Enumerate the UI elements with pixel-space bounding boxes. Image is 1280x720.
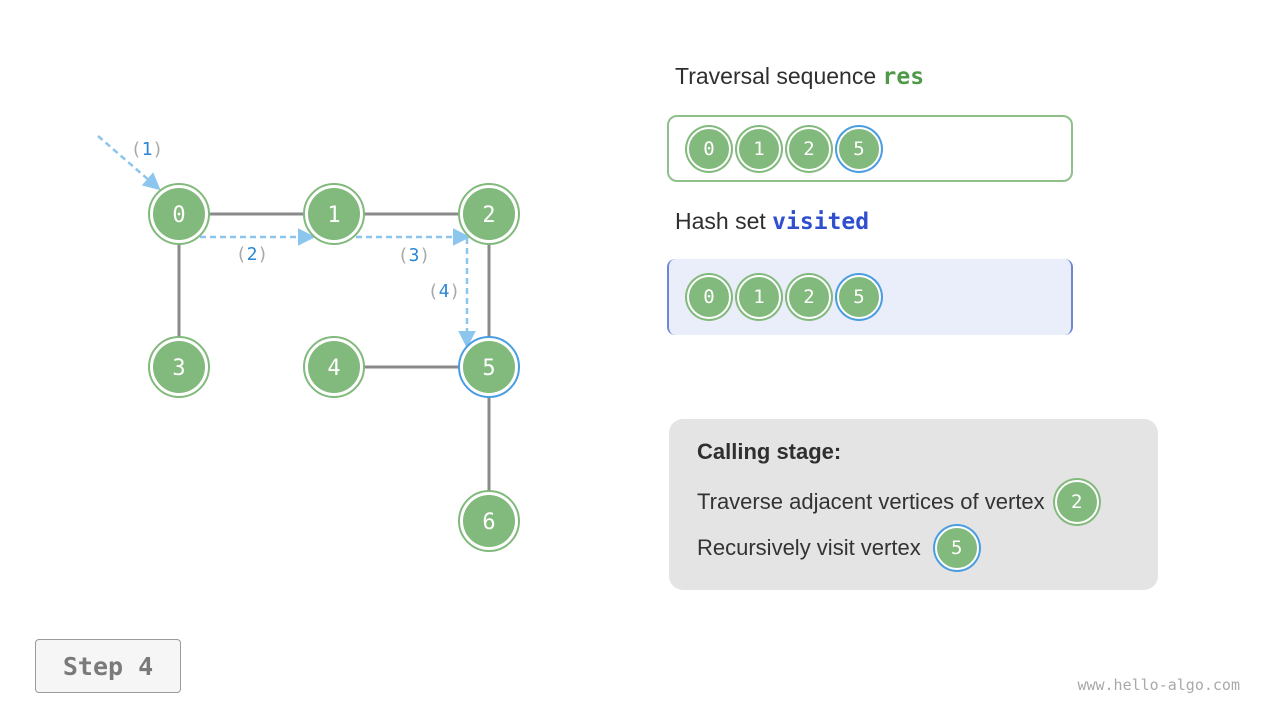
res-title: Traversal sequence res <box>675 63 924 90</box>
vertex-2-label: 2 <box>482 203 495 228</box>
vertex-1: 1 <box>303 183 365 245</box>
path-label-1: (1) <box>131 139 164 160</box>
panel-line-visit-text: Recursively visit vertex <box>697 535 921 560</box>
vertex-6-fill <box>463 495 515 547</box>
res-sequence-item: 5 <box>837 126 881 171</box>
vertex-0-fill <box>153 188 205 240</box>
res-sequence-item: 0 <box>687 126 731 171</box>
visited-title-code: visited <box>772 209 870 235</box>
path-label-3: (3) <box>398 245 431 266</box>
visited-set-item: 5 <box>837 275 881 319</box>
path-label-2: (2) <box>236 244 269 265</box>
vertex-5-fill <box>463 341 515 393</box>
panel-line-visit: Recursively visit vertex 5 <box>697 525 1130 571</box>
vertex-1-label: 1 <box>327 203 340 228</box>
vertex-3: 3 <box>148 336 210 398</box>
vertex-1-fill <box>308 188 360 240</box>
panel-title: Calling stage: <box>697 439 842 464</box>
panel-vertex-node: 2 <box>1054 480 1099 524</box>
res-sequence-item: 1 <box>737 126 781 171</box>
vertex-0: 0 <box>148 183 210 245</box>
visited-title: Hash set visited <box>675 208 869 235</box>
vertex-2-fill <box>463 188 515 240</box>
vertex-5: 5 <box>458 336 520 398</box>
vertex-3-label: 3 <box>172 356 185 381</box>
vertex-4: 4 <box>303 336 365 398</box>
vertex-2: 2 <box>458 183 520 245</box>
path-arrow-1 <box>97 135 161 191</box>
vertex-5-label: 5 <box>482 356 495 381</box>
res-title-code: res <box>882 64 925 90</box>
visited-set-item: 1 <box>737 275 781 319</box>
calling-stage-panel: Calling stage: Traverse adjacent vertice… <box>669 419 1158 590</box>
vertex-6-label: 6 <box>482 510 495 535</box>
vertex-6: 6 <box>458 490 520 552</box>
res-sequence-item: 2 <box>787 126 831 171</box>
vertex-4-fill <box>308 341 360 393</box>
visited-set-item: 2 <box>787 275 831 319</box>
watermark: www.hello-algo.com <box>1077 676 1240 694</box>
visited-title-label: Hash set <box>675 208 773 234</box>
vertex-4-label: 4 <box>327 356 340 381</box>
panel-line-traverse: Traverse adjacent vertices of vertex 2 <box>697 479 1130 525</box>
path-label-4: (4) <box>428 281 461 302</box>
vertex-3-fill <box>153 341 205 393</box>
vertex-0-label: 0 <box>172 203 185 228</box>
panel-line-traverse-text: Traverse adjacent vertices of vertex <box>697 489 1045 514</box>
visited-set-item: 0 <box>687 275 731 319</box>
panel-vertex-node-active: 5 <box>934 526 979 570</box>
graph-diagram: (1) (2) (3) (4) 0 1 2 3 4 5 6 <box>97 135 520 552</box>
res-title-label: Traversal sequence <box>675 63 883 89</box>
step-indicator[interactable]: Step 4 <box>35 639 181 693</box>
